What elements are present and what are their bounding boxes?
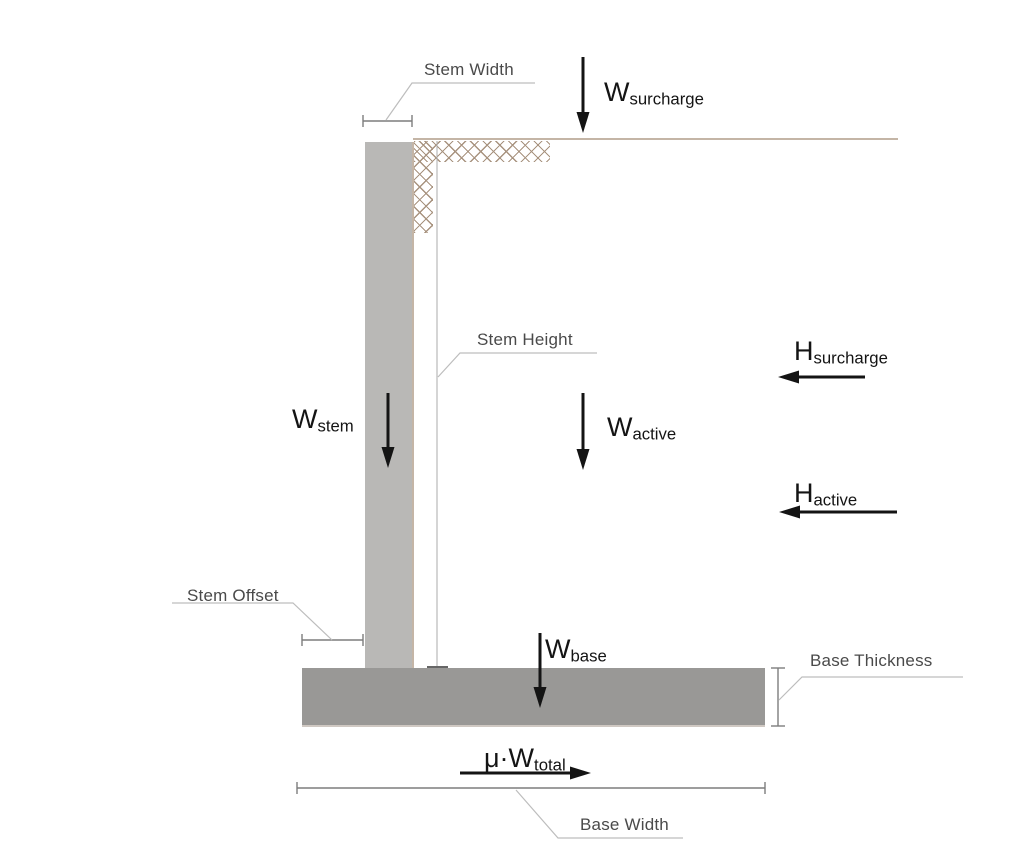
w-surcharge-sub: surcharge (629, 89, 704, 109)
w-active-arrow (576, 393, 590, 470)
w-stem-label: Wstem (292, 406, 354, 435)
stem-offset-dimension (172, 602, 364, 646)
stem-offset-label: Stem Offset (187, 586, 279, 605)
soil-hatch-horizontal (414, 141, 550, 162)
mu-w-total-label: μ·Wtotal (484, 745, 566, 774)
stem-height-leader (437, 352, 597, 378)
w-stem-arrow (381, 393, 395, 468)
base-width-label: Base Width (580, 815, 669, 834)
h-surcharge-main: H (794, 336, 814, 366)
w-active-label: Wactive (607, 414, 676, 443)
w-base-label: Wbase (545, 636, 607, 665)
stem-width-dimension (362, 82, 535, 127)
stem-width-label: Stem Width (424, 60, 514, 79)
w-base-arrow (533, 633, 547, 708)
base-width-dimension (296, 782, 766, 839)
w-surcharge-label: Wsurcharge (604, 79, 704, 108)
h-active-label: Hactive (794, 480, 857, 509)
h-surcharge-sub: surcharge (813, 348, 888, 368)
w-surcharge-arrow (576, 57, 590, 133)
h-active-sub: active (813, 490, 858, 510)
w-surcharge-main: W (604, 77, 630, 107)
stem-height-label: Stem Height (477, 330, 573, 349)
mu-w-total-sub: total (534, 755, 566, 775)
soil-hatch-vertical (414, 141, 433, 233)
wall-base-shape (302, 668, 765, 727)
h-surcharge-label: Hsurcharge (794, 338, 888, 367)
base-thickness-dimension (771, 667, 963, 727)
w-base-sub: base (570, 646, 607, 666)
w-base-main: W (545, 634, 571, 664)
h-active-arrow (779, 505, 897, 519)
h-active-main: H (794, 478, 814, 508)
mu-w-total-arrow (460, 766, 591, 780)
w-active-main: W (607, 412, 633, 442)
mu-w-total-main: μ·W (484, 743, 535, 773)
h-surcharge-arrow (778, 370, 865, 384)
base-thickness-label: Base Thickness (810, 651, 933, 670)
w-stem-main: W (292, 404, 318, 434)
stem-height-reference-line (427, 141, 448, 668)
w-active-sub: active (632, 424, 677, 444)
w-stem-sub: stem (317, 416, 354, 436)
